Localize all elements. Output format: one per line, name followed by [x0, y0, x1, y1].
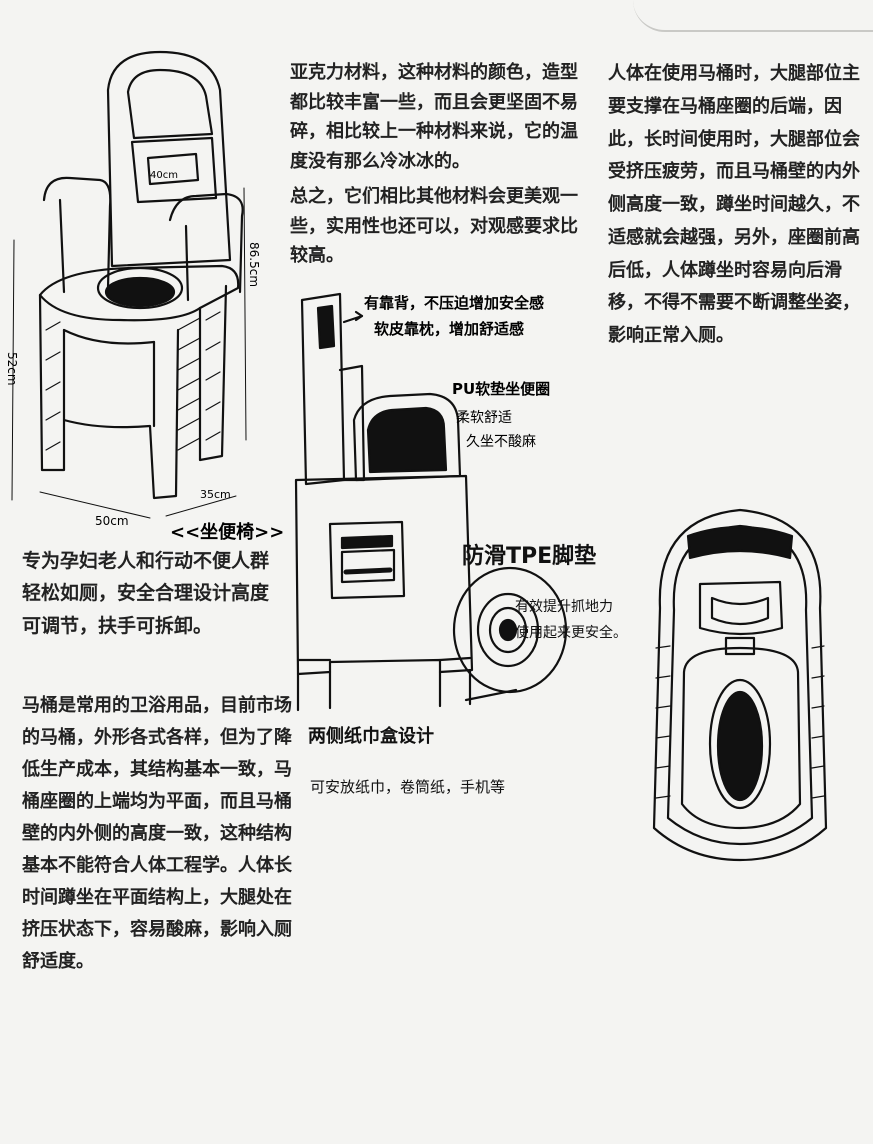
dim-height: 86.5cm: [247, 242, 261, 287]
annot-pu-1: 柔软舒适: [456, 410, 512, 426]
dim-depth: 35cm: [200, 488, 231, 501]
annot-pu-title: PU软垫坐便圈: [452, 380, 550, 398]
note-ergonomics: 人体在使用马桶时，大腿部位主要支撑在马桶座圈的后端，因此，长时间使用时，大腿部位…: [608, 63, 860, 346]
note-summary: 总之，它们相比其他材料会更美观一些，实用性也还可以，对观感要求比较高。: [290, 186, 578, 267]
dim-width: 50cm: [95, 514, 129, 528]
sketch1-title: <<坐便椅>>: [170, 521, 284, 543]
sketch-commode-chair: 52cm 86.5cm 40cm 50cm 35cm <<坐便椅>>: [5, 50, 284, 543]
note-product-purpose: 专为孕妇老人和行动不便人群轻松如厕，安全合理设计高度可调节，扶手可拆卸。: [22, 550, 270, 637]
annot-side-title: 两侧纸巾盒设计: [308, 726, 434, 747]
note-material-acrylic: 亚克力材料，这种材料的颜色，造型都比较丰富一些，而且会更坚固不易碎，相比较上一种…: [290, 62, 578, 173]
annot-backrest-1: 有靠背，不压迫增加安全感: [364, 294, 544, 312]
paper-fold: [633, 0, 873, 32]
sketch-commode-front: 有靠背，不压迫增加安全感 软皮靠枕，增加舒适感 PU软垫坐便圈 柔软舒适 久坐不…: [294, 292, 568, 712]
annot-pu-2: 久坐不酸麻: [466, 434, 536, 450]
annot-side-1: 可安放纸巾，卷筒纸，手机等: [310, 778, 506, 796]
dim-seat: 40cm: [150, 170, 178, 181]
annot-pad-1: 有效提升抓地力: [515, 599, 613, 615]
dim-height-left: 52cm: [5, 352, 19, 386]
note-market-analysis: 马桶是常用的卫浴用品，目前市场的马桶，外形各式各样，但为了降低生产成本，其结构基…: [22, 695, 292, 973]
sketch-toilet-top-view: [652, 508, 828, 862]
annot-pad-title: 防滑TPE脚垫: [462, 544, 597, 569]
annot-backrest-2: 软皮靠枕，增加舒适感: [374, 320, 524, 338]
annot-pad-2: 使用起来更安全。: [515, 625, 627, 641]
